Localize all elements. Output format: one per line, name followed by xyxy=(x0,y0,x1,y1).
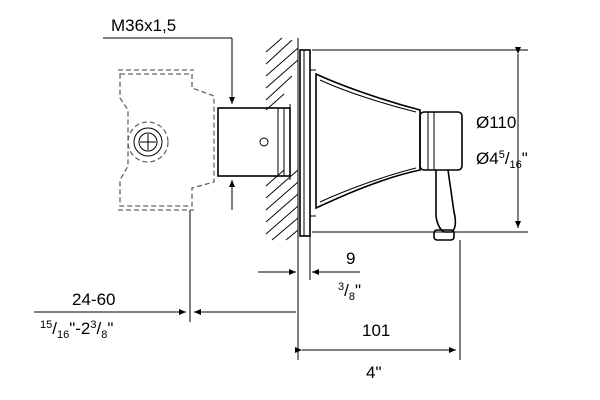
svg-text:15/16"-23/8": 15/16"-23/8" xyxy=(40,319,113,341)
wall xyxy=(265,37,299,242)
depth-mm-label: 9 xyxy=(346,249,355,268)
depth-in-unit: " xyxy=(355,281,361,300)
range-in-mid: "-2 xyxy=(69,319,90,338)
svg-text:3/8": 3/8" xyxy=(338,281,361,303)
length-mm-label: 101 xyxy=(362,321,390,340)
diameter-in-unit: " xyxy=(522,149,528,168)
range-in-unit: " xyxy=(107,319,113,338)
diameter-in-den: 16 xyxy=(510,159,522,171)
diameter-dimension: Ø110 Ø45/16" xyxy=(312,47,528,233)
thread-label: M36x1,5 xyxy=(111,16,176,35)
svg-text:Ø45/16": Ø45/16" xyxy=(476,149,528,171)
range-in-b-num: 3 xyxy=(90,319,96,331)
concealed-valve-body xyxy=(118,69,215,211)
range-in-a-den: 16 xyxy=(57,329,69,341)
lever-handle xyxy=(419,111,463,241)
length-in-label: 4" xyxy=(366,363,382,382)
spindle-extension xyxy=(217,104,291,180)
range-mm-label: 24-60 xyxy=(72,290,115,309)
depth-dimension: 9 3/8" xyxy=(258,249,361,303)
depth-in-num: 3 xyxy=(338,281,344,293)
extension-lines xyxy=(189,210,461,360)
range-in-a-num: 15 xyxy=(40,319,52,331)
diameter-in-num: 5 xyxy=(499,149,505,161)
range-in-b-den: 8 xyxy=(101,329,107,341)
length-dimension: 101 4" xyxy=(295,321,456,382)
thread-callout: M36x1,5 xyxy=(103,16,238,210)
rosette-plate xyxy=(299,49,316,237)
cone-escutcheon xyxy=(315,72,421,210)
diameter-in-whole: Ø4 xyxy=(476,149,499,168)
wall-range-dimension: 24-60 15/16"-23/8" xyxy=(34,290,296,341)
depth-in-den: 8 xyxy=(349,291,355,303)
diameter-mm-label: Ø110 xyxy=(476,113,516,132)
